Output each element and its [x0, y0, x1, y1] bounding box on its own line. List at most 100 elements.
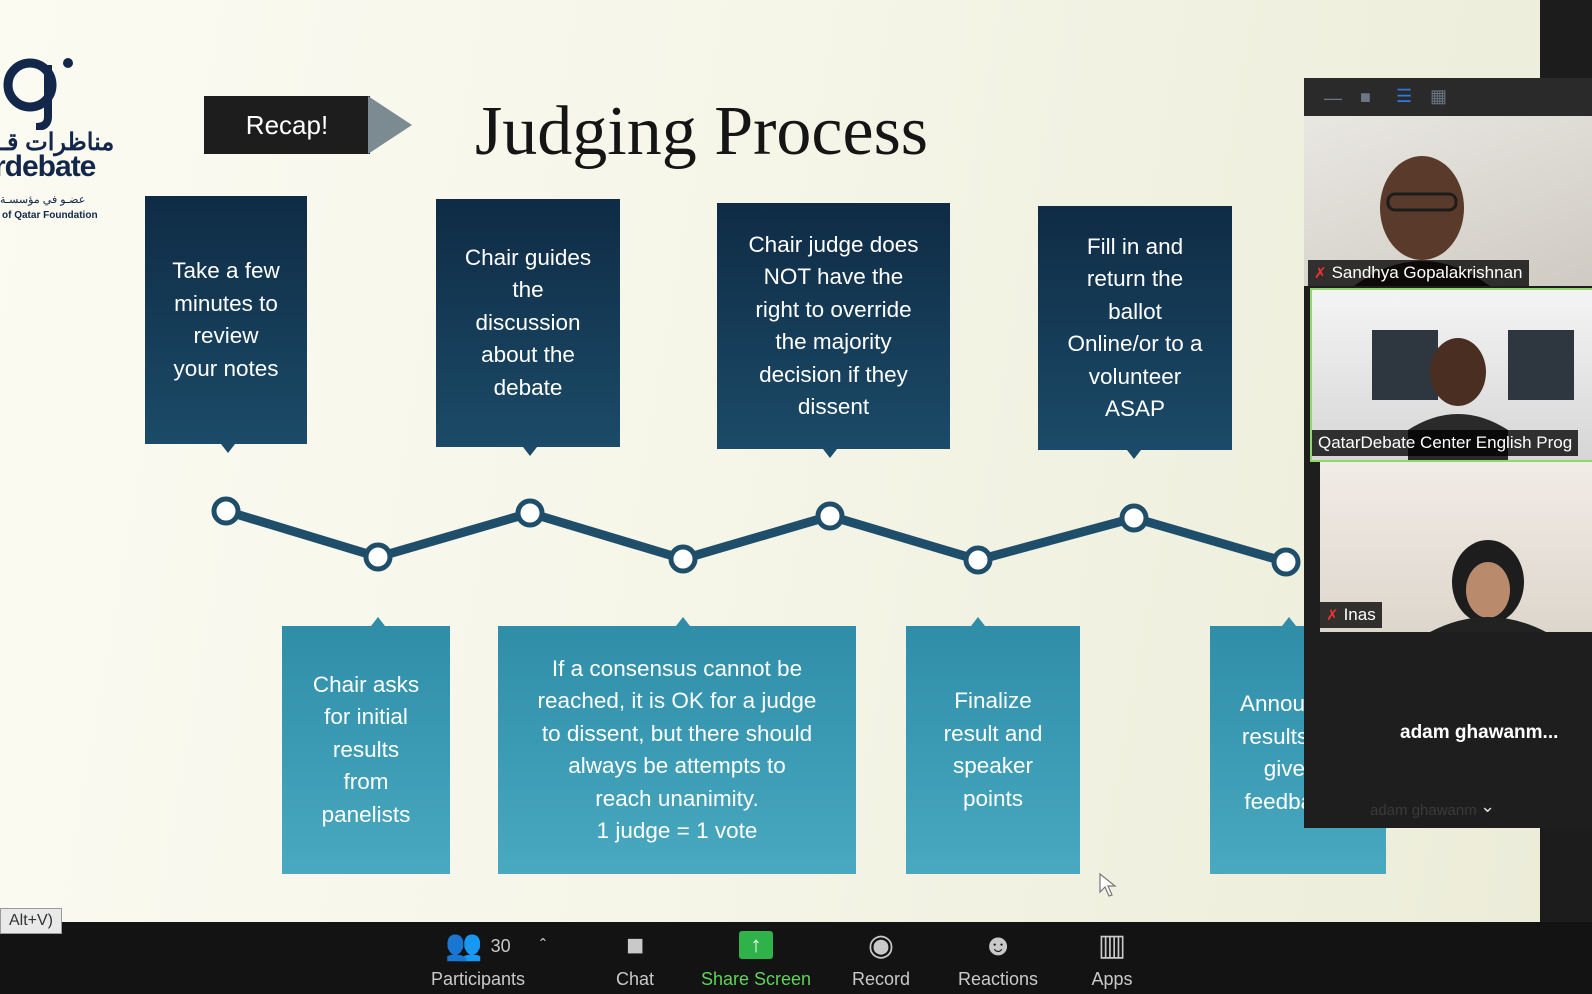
recap-label: Recap! — [204, 96, 370, 154]
timeline-node — [363, 542, 393, 572]
step-pointer — [823, 449, 837, 458]
step-text: review — [193, 323, 259, 348]
step-box-chair-judge-override: Chair judge does NOT have the right to o… — [717, 203, 950, 449]
muted-mic-icon: ✗ — [1314, 265, 1327, 282]
participant-name-text: Inas — [1343, 605, 1376, 624]
step-text: Take a few — [172, 258, 280, 283]
mouse-cursor-icon — [1099, 872, 1117, 897]
step-text: If a consensus cannot be — [551, 655, 803, 681]
step-text: debate — [493, 374, 563, 400]
shortcut-hint: Alt+V) — [0, 908, 62, 934]
step-text: results — [332, 736, 400, 762]
video-tile-qatardebate[interactable]: QatarDebate Center English Prog — [1310, 288, 1592, 462]
step-text: points — [962, 785, 1024, 811]
step-text: for initial — [324, 704, 408, 730]
presentation-slide: مناظرات قـ rdebate عضـو في مؤسسـة of Qat… — [0, 0, 1540, 922]
video-tile-inas[interactable]: ✗Inas — [1320, 462, 1592, 632]
gallery-view-icon[interactable]: ▦ — [1430, 86, 1448, 106]
step-text: panelists — [321, 801, 411, 827]
video-view-icon[interactable]: ■ — [1360, 87, 1371, 107]
video-tile-adam[interactable]: adam ghawanm... adam ghawanm ⌄ — [1334, 636, 1592, 826]
step-text: return the — [1086, 266, 1184, 291]
step-text: reached, it is OK for a judge — [537, 688, 817, 713]
step-text: volunteer — [1088, 363, 1182, 389]
logo-arabic-subtitle: عضـو في مؤسسـة — [0, 194, 86, 206]
apps-button[interactable]: ▥ Apps — [1082, 922, 1142, 994]
apps-label: Apps — [1091, 969, 1133, 989]
participant-name-text: Sandhya Gopalakrishnan — [1331, 263, 1523, 282]
recap-arrow — [368, 96, 412, 154]
step-pointer — [371, 617, 385, 626]
logo-arabic-text: مناظرات قـ — [0, 129, 115, 156]
step-text: ASAP — [1104, 396, 1165, 421]
step-box-chair-guides: Chair guides the discussion about the de… — [436, 199, 620, 447]
speaker-view-icon[interactable]: ☰ — [1396, 86, 1413, 106]
step-text: dissent — [797, 394, 870, 419]
record-label: Record — [851, 969, 911, 989]
step-text: Finalize — [954, 688, 1032, 713]
participants-count: 30 — [490, 936, 511, 956]
video-tile-sandhya[interactable]: ✗Sandhya Gopalakrishnan — [1304, 116, 1592, 286]
reactions-icon: ☻ — [982, 929, 1014, 962]
chat-label: Chat — [615, 969, 655, 989]
step-text: Chair judge does — [748, 231, 919, 257]
step-text: Chair guides — [464, 244, 592, 270]
participants-label: Participants — [430, 969, 526, 989]
participant-video — [1430, 540, 1546, 632]
step-text: minutes to — [174, 290, 278, 316]
timeline-node — [1119, 503, 1149, 533]
timeline-node — [1271, 547, 1301, 577]
step-pointer — [971, 617, 985, 626]
participant-name-faint: adam ghawanm — [1370, 802, 1477, 819]
step-text: discussion — [475, 309, 581, 335]
step-pointer — [676, 617, 690, 626]
step-text: give — [1263, 756, 1306, 781]
step-text: Chair asks — [312, 671, 420, 697]
apps-icon: ▥ — [1097, 929, 1127, 962]
slide-title: Judging Process — [475, 93, 929, 170]
timeline-node — [668, 544, 698, 574]
step-pointer — [1282, 617, 1296, 626]
step-pointer — [1127, 450, 1141, 459]
step-pointer — [221, 444, 235, 453]
minimize-icon[interactable]: — — [1324, 88, 1342, 108]
timeline-line — [224, 506, 1288, 567]
step-text: about the — [481, 342, 575, 368]
chat-icon: ■ — [625, 929, 645, 962]
participants-button[interactable]: 👥 30 Participants — [416, 922, 540, 994]
step-text: Fill in and — [1086, 233, 1184, 259]
step-text: the — [512, 277, 544, 303]
chat-button[interactable]: ■ Chat — [600, 922, 670, 994]
participants-icon: 👥 — [445, 929, 483, 962]
share-screen-button[interactable]: ↑ Share Screen — [700, 922, 812, 994]
step-box-fill-ballot: Fill in and return the ballot Online/or … — [1038, 206, 1232, 450]
record-button[interactable]: ◉ Record — [846, 922, 916, 994]
record-icon: ◉ — [867, 929, 895, 962]
participant-name-text: QatarDebate Center English Prog — [1318, 433, 1573, 452]
timeline-node — [963, 545, 993, 575]
step-text: decision if they — [759, 361, 908, 387]
qatardebate-logo-icon — [3, 58, 73, 130]
reactions-button[interactable]: ☻ Reactions — [956, 922, 1040, 994]
meeting-toolbar — [0, 922, 1592, 994]
step-text: result and — [943, 720, 1043, 746]
chevron-up-icon[interactable]: ˆ — [540, 936, 546, 956]
step-text: reach unanimity. — [595, 785, 759, 811]
participant-name: ✗Inas — [1320, 602, 1382, 628]
timeline — [211, 496, 1301, 577]
step-text: the majority — [775, 329, 892, 354]
step-text: Online/or to a — [1067, 331, 1203, 356]
participant-name-center: adam ghawanm... — [1400, 722, 1559, 743]
timeline-node — [515, 498, 545, 528]
step-text: NOT have the — [763, 264, 904, 289]
logo-subtitle: of Qatar Foundation — [2, 210, 98, 221]
muted-mic-icon: ✗ — [1326, 607, 1339, 624]
step-pointer — [523, 447, 537, 456]
step-text: speaker — [952, 753, 1034, 778]
share-screen-icon: ↑ — [739, 931, 773, 959]
timeline-node — [211, 496, 241, 526]
step-box-initial-results: Chair asks for initial results from pane… — [282, 626, 450, 874]
participant-name: ✗Sandhya Gopalakrishnan — [1308, 260, 1529, 286]
chevron-down-icon[interactable]: ⌄ — [1480, 796, 1496, 816]
step-text: 1 judge = 1 vote — [596, 818, 758, 843]
